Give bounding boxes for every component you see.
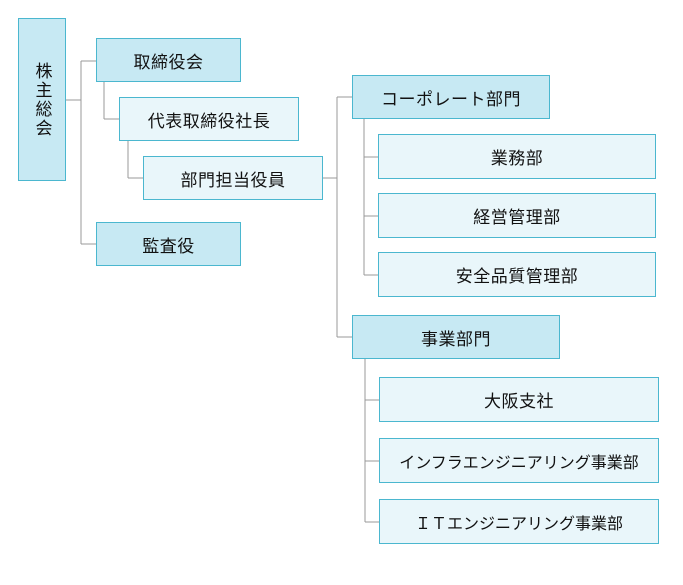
business-unit-box: 大阪支社 — [379, 377, 659, 422]
president-label: 代表取締役社長 — [147, 111, 271, 132]
board-of-directors-label: 取締役会 — [133, 52, 204, 73]
board-of-directors-box: 取締役会 — [96, 38, 241, 82]
corporate-unit-box: 経営管理部 — [378, 193, 656, 238]
business-division-label: 事業部門 — [421, 329, 491, 350]
officer-box: 部門担当役員 — [143, 156, 323, 200]
corporate-unit-box: 安全品質管理部 — [378, 252, 656, 297]
auditor-box: 監査役 — [96, 222, 241, 266]
corporate-division-box: コーポレート部門 — [352, 75, 550, 119]
auditor-label: 監査役 — [142, 236, 195, 257]
shareholders-meeting-label: 株主総会 — [31, 61, 52, 138]
business-unit-label: ＩＴエンジニアリング事業部 — [414, 513, 623, 533]
president-box: 代表取締役社長 — [119, 97, 299, 141]
corporate-unit-label: 安全品質管理部 — [455, 267, 579, 287]
business-division-box: 事業部門 — [352, 315, 560, 359]
corporate-unit-label: 業務部 — [490, 149, 544, 169]
corporate-unit-box: 業務部 — [378, 134, 656, 179]
officer-label: 部門担当役員 — [180, 170, 286, 191]
corporate-unit-label: 経営管理部 — [473, 208, 561, 228]
business-unit-box: インフラエンジニアリング事業部 — [379, 438, 659, 483]
business-unit-label: インフラエンジニアリング事業部 — [399, 452, 639, 472]
corporate-division-label: コーポレート部門 — [381, 89, 521, 110]
business-unit-label: 大阪支社 — [484, 392, 554, 412]
shareholders-meeting-box: 株主総会 — [18, 18, 66, 181]
business-unit-box: ＩＴエンジニアリング事業部 — [379, 499, 659, 544]
